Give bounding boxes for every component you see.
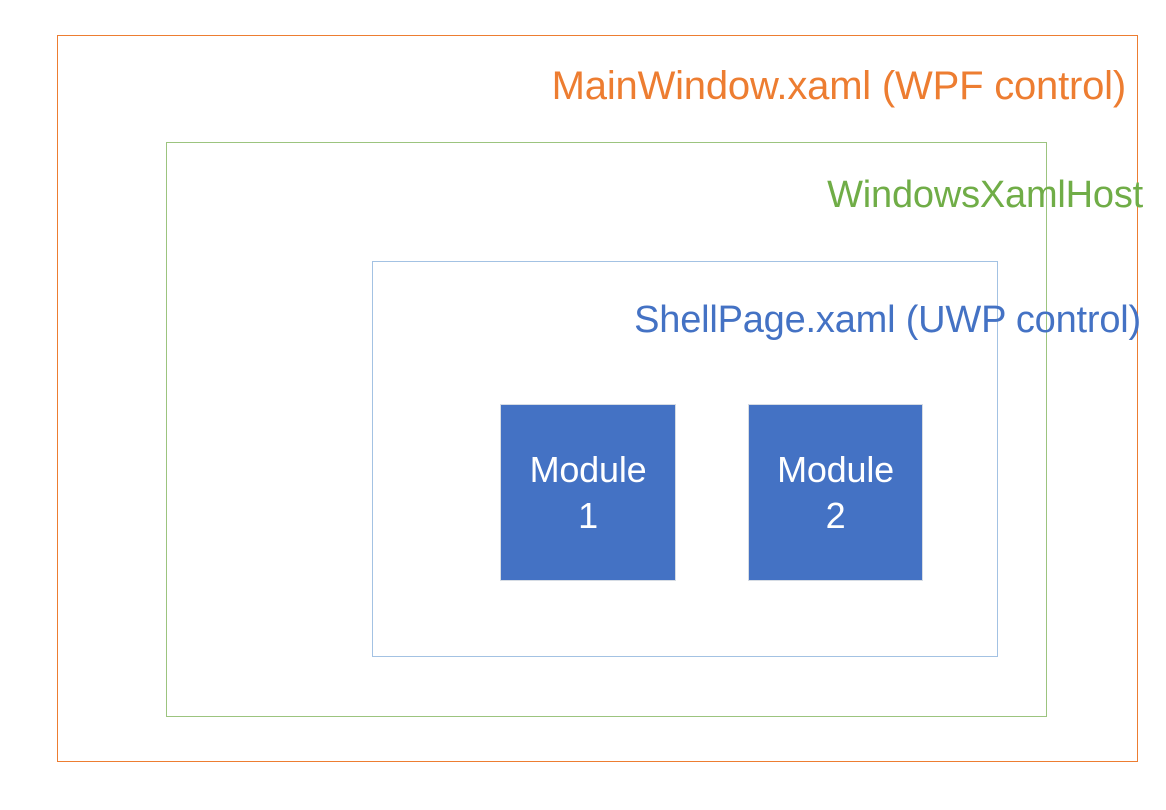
module-2-label-line2: 2 xyxy=(825,494,846,536)
uwp-shellpage-label: ShellPage.xaml (UWP control) xyxy=(634,299,1141,341)
module-1-tile: Module 1 xyxy=(500,404,676,581)
module-1-label-line1: Module xyxy=(529,448,647,490)
module-1-label-line2: 1 xyxy=(578,494,598,536)
wpf-container-label: MainWindow.xaml (WPF control) xyxy=(551,64,1127,108)
module-2-label-line1: Module xyxy=(777,448,894,490)
module-2-tile: Module 2 xyxy=(748,404,923,581)
wpf-container-box xyxy=(57,35,1138,762)
windows-xaml-host-label: WindowsXamlHost xyxy=(827,174,1143,216)
uwp-shellpage-box xyxy=(372,261,998,657)
windows-xaml-host-box xyxy=(166,142,1047,717)
